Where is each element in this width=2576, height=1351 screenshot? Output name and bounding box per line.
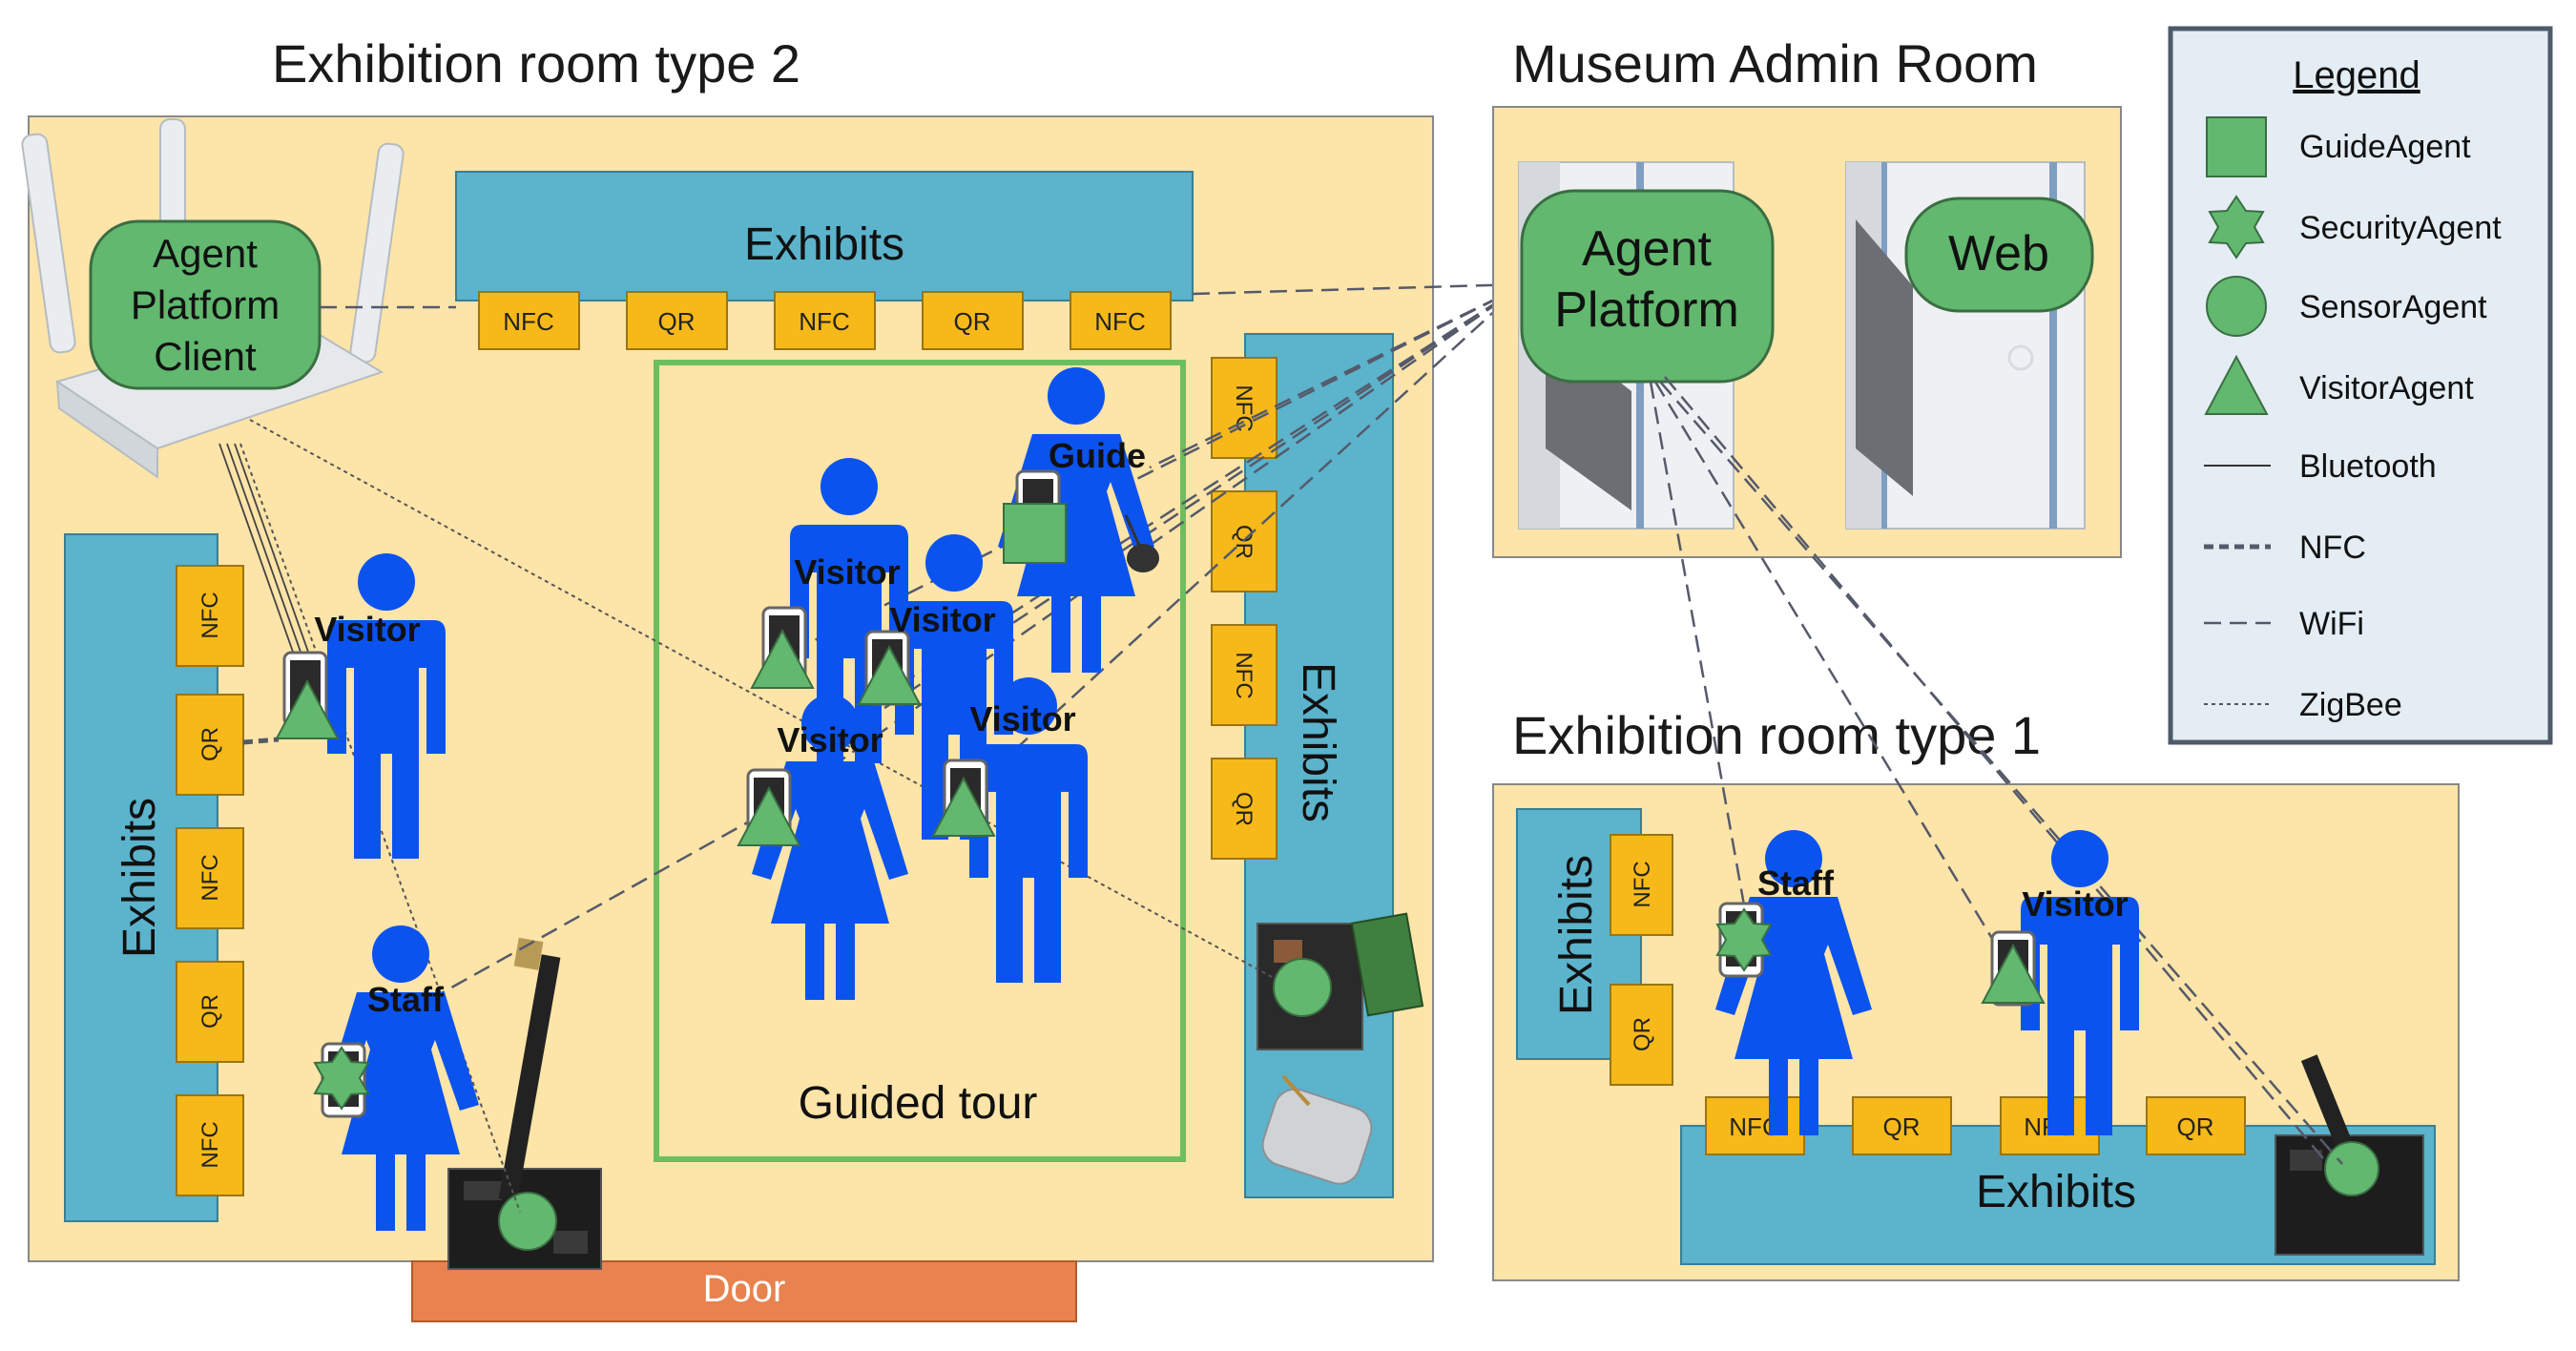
platform-label-line2: Platform [1554, 282, 1739, 338]
room2-exhibits-top: Exhibits [455, 171, 1194, 301]
sensor-device-room1 [2275, 1054, 2424, 1256]
tag: NFC [176, 827, 244, 929]
room1-title: Exhibition room type 1 [1512, 705, 2041, 765]
tag: NFC [176, 1094, 244, 1196]
agent-platform-client: Agent Platform Client [89, 219, 322, 390]
tag: NFC [176, 565, 244, 667]
guided-tour-area: Guided tour [654, 360, 1186, 1162]
room1-exhibits-bottom-label: Exhibits [1976, 1167, 2136, 1217]
legend: Legend GuideAgent SecurityAgent SensorAg… [2168, 26, 2553, 745]
svg-text:QR: QR [954, 307, 991, 336]
admin-title: Museum Admin Room [1512, 33, 2038, 94]
exhibits-right-label: Exhibits [1293, 662, 1343, 822]
sensor-agent-icon [1273, 958, 1332, 1017]
tag: QR [1211, 490, 1278, 592]
person-label: Visitor [889, 600, 995, 639]
tag: NFC [478, 291, 580, 350]
person-label: Visitor [969, 699, 1075, 738]
legend-item: WiFi [2299, 606, 2364, 642]
tag: QR [1852, 1096, 1952, 1155]
sensor-agent-icon [2324, 1141, 2379, 1196]
client-label-line2: Platform [131, 282, 280, 327]
person-visitor-left: Visitor [276, 553, 446, 859]
client-label-line3: Client [154, 334, 257, 379]
svg-text:QR: QR [197, 994, 223, 1029]
sensor-agent-icon [498, 1192, 557, 1251]
legend-item: ZigBee [2299, 687, 2402, 723]
svg-text:QR: QR [658, 307, 696, 336]
svg-text:NFC: NFC [1094, 307, 1145, 336]
platform-label-line1: Agent [1582, 221, 1712, 277]
tag: NFC [1211, 357, 1278, 459]
svg-text:QR: QR [197, 727, 223, 761]
legend-item: VisitorAgent [2299, 370, 2474, 406]
person-guide: Guide [998, 367, 1159, 673]
guide-agent-icon [2206, 116, 2267, 177]
tag: QR [1610, 984, 1673, 1086]
person-visitor-a: Visitor [751, 458, 908, 763]
guided-tour-label: Guided tour [799, 1078, 1038, 1129]
room1-exhibits-left-label: Exhibits [1551, 855, 1602, 1015]
person-staff-room2: Staff [314, 925, 479, 1231]
tag: NFC [1705, 1096, 1805, 1155]
web-server: Web [1904, 197, 2094, 313]
sensor-agent-icon [2206, 276, 2267, 337]
tag: QR [2146, 1096, 2246, 1155]
person-visitor-c: Visitor [932, 677, 1088, 983]
tag: QR [176, 961, 244, 1063]
person-label: Staff [367, 980, 445, 1019]
tag: QR [1211, 758, 1278, 860]
person-label: Staff [1757, 863, 1835, 903]
exhibits-top-label: Exhibits [744, 219, 904, 270]
tag: NFC [1070, 291, 1172, 350]
room2-title: Exhibition room type 2 [272, 33, 800, 94]
person-staff-room1: Staff [1715, 830, 1872, 1135]
svg-text:NFC: NFC [503, 307, 553, 336]
tag: QR [176, 694, 244, 796]
sensor-device-right [1257, 912, 1424, 1185]
tag: QR [922, 291, 1024, 350]
legend-title: Legend [2293, 54, 2420, 96]
client-label-line1: Agent [153, 231, 258, 276]
svg-text:QR: QR [1630, 1017, 1655, 1051]
person-visitor-b: Visitor [858, 534, 1013, 840]
person-label: Visitor [777, 720, 883, 759]
person-label: Visitor [2022, 884, 2128, 924]
svg-text:NFC: NFC [197, 1121, 223, 1168]
person-label: Visitor [314, 610, 420, 649]
svg-text:QR: QR [1231, 792, 1257, 826]
legend-item: SensorAgent [2299, 289, 2487, 325]
person-label: Visitor [794, 552, 900, 592]
legend-item: Bluetooth [2299, 448, 2437, 485]
person-label: Guide [1049, 436, 1146, 475]
door-label: Door [703, 1268, 786, 1310]
tag: NFC [774, 291, 876, 350]
svg-text:QR: QR [2177, 1112, 2214, 1141]
agent-platform: Agent Platform [1520, 189, 1775, 384]
svg-text:NFC: NFC [1630, 861, 1655, 907]
svg-text:NFC: NFC [197, 854, 223, 901]
svg-text:QR: QR [1883, 1112, 1921, 1141]
exhibits-left-label: Exhibits [114, 798, 165, 958]
svg-text:NFC: NFC [1231, 385, 1257, 431]
tag: NFC [1610, 834, 1673, 936]
tag: NFC [1211, 624, 1278, 726]
person-visitor-room1: Visitor [1982, 830, 2139, 1135]
svg-text:NFC: NFC [799, 307, 849, 336]
tag: QR [626, 291, 728, 350]
legend-item: NFC [2299, 530, 2366, 566]
svg-text:NFC: NFC [1231, 652, 1257, 698]
connection-lines-room1 [1649, 376, 2343, 1165]
guide-agent-icon [1003, 503, 1067, 564]
door: Door [411, 1260, 1077, 1322]
legend-item: GuideAgent [2299, 129, 2471, 165]
sensor-device-door [447, 937, 602, 1270]
legend-item: SecurityAgent [2299, 210, 2502, 246]
web-label: Web [1948, 226, 2049, 281]
person-visitor-d: Visitor [737, 695, 908, 1000]
svg-text:NFC: NFC [197, 592, 223, 638]
